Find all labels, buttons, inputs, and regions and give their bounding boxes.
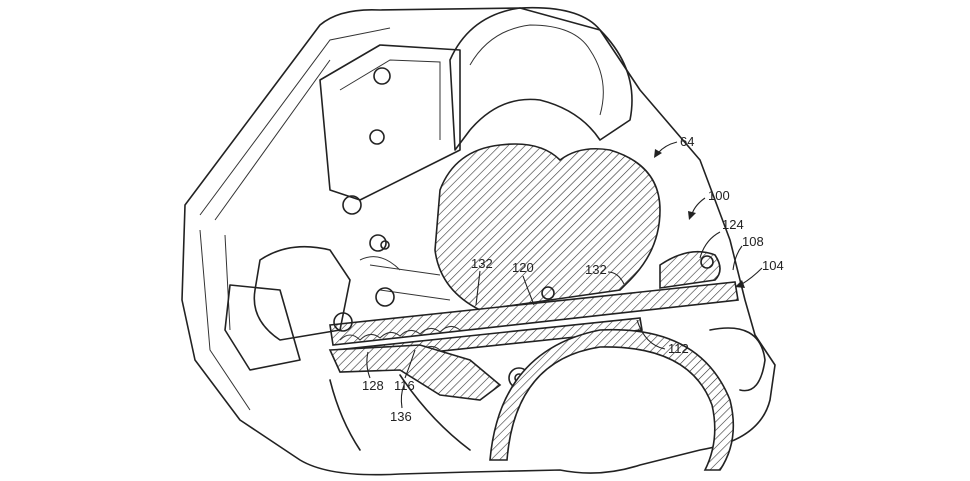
label-124: 124 [722,217,744,232]
label-112: 112 [668,341,689,356]
label-64: 64 [680,134,694,149]
label-128: 128 [362,378,384,393]
reference-labels: 64 100 124 108 104 132 120 132 112 128 1… [362,134,784,424]
label-108: 108 [742,234,764,249]
label-120: 120 [512,260,534,275]
label-104: 104 [762,258,784,273]
label-132-left: 132 [471,256,493,271]
housing-outline [181,7,776,476]
hatched-section-block [434,143,661,311]
label-132-right: 132 [585,262,607,277]
label-100: 100 [708,188,730,203]
upper-frame [319,6,633,252]
rod-assembly [329,250,739,363]
label-136: 136 [390,409,412,424]
lower-ring [489,327,766,471]
